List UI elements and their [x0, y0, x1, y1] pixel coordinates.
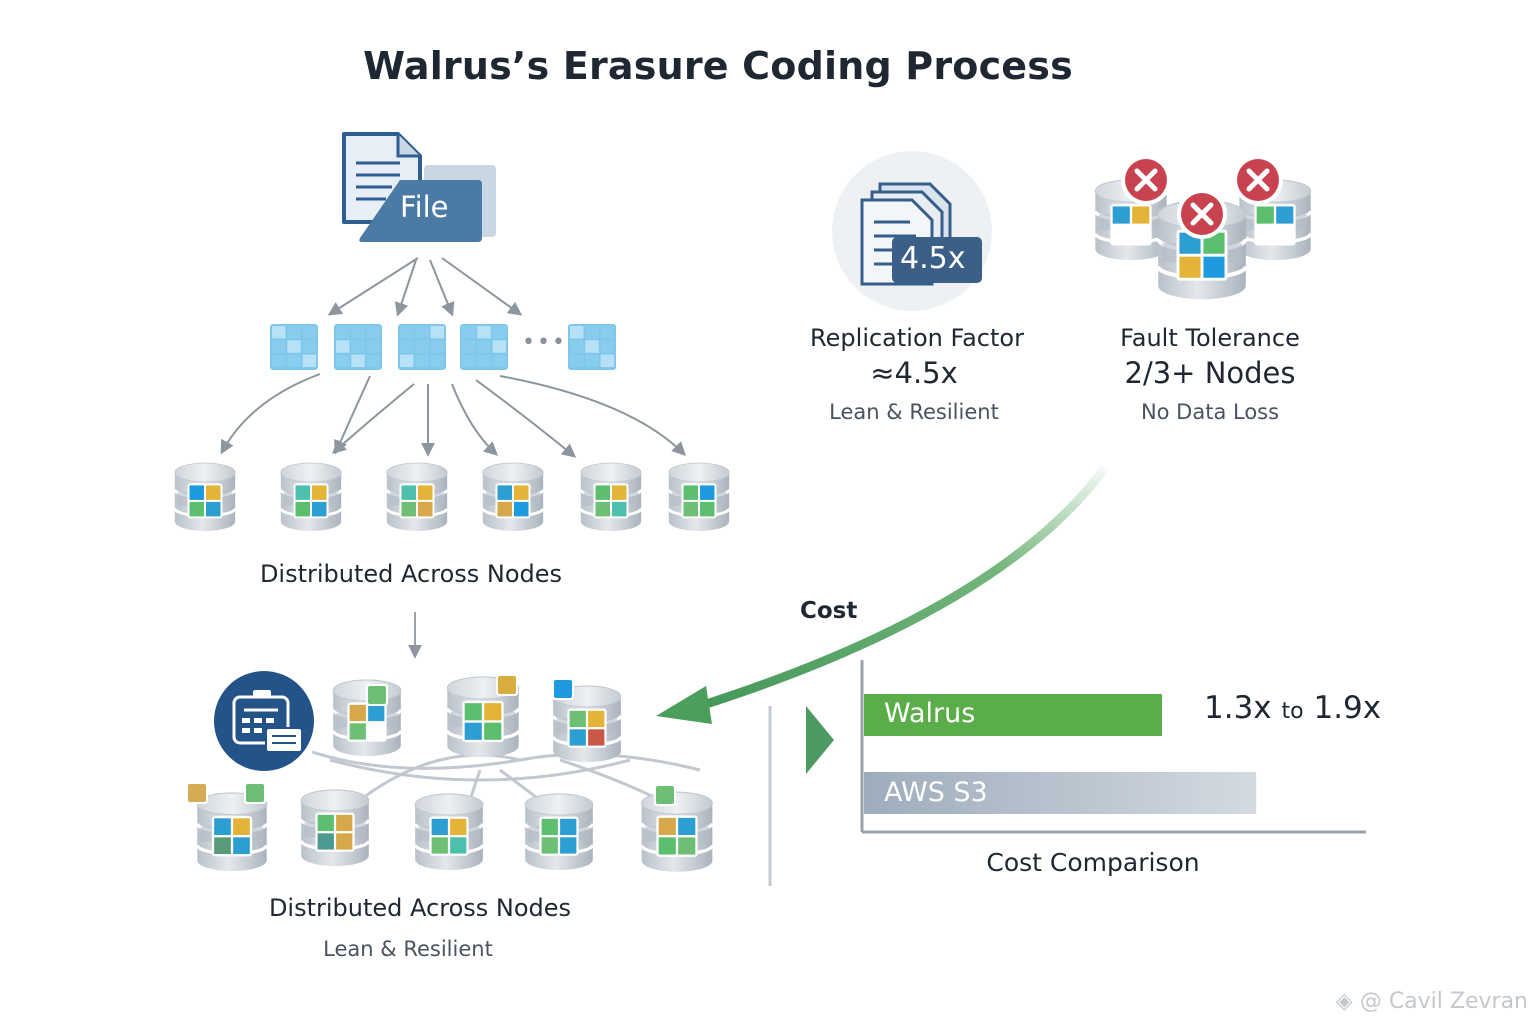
top-node-row [173, 461, 731, 533]
page-title: Walrus’s Erasure Coding Process [363, 44, 1073, 88]
replication-subtitle: Lean & Resilient [829, 400, 999, 424]
storage-node-icon [195, 791, 269, 873]
floating-shard-icon [552, 678, 574, 700]
storage-node-icon [667, 461, 731, 533]
bar-label-aws: AWS S3 [884, 777, 988, 808]
sliver-icon [270, 324, 318, 370]
error-x-icon [1121, 155, 1171, 205]
sliver-icon [398, 324, 446, 370]
bottom-nodes-label: Distributed Across Nodes [268, 894, 572, 922]
chart-pointer-icon [806, 706, 834, 774]
floating-shard-icon [244, 782, 266, 804]
storage-node-icon [331, 678, 403, 758]
storage-node-icon [551, 684, 623, 764]
sliver-icon [334, 324, 382, 370]
split-arrows [327, 257, 523, 317]
annotation-to: to [1281, 699, 1304, 724]
file-icon [342, 132, 496, 242]
storage-node-icon [523, 792, 595, 872]
sliver-icon [568, 324, 616, 370]
cost-arrow [698, 465, 1109, 711]
sliver-icon [460, 324, 508, 370]
storage-node-icon [279, 461, 343, 533]
floating-shard-icon [654, 784, 676, 806]
error-x-icon [1233, 155, 1283, 205]
storage-node-icon [299, 788, 371, 868]
distribute-arrows [220, 373, 686, 458]
fault-subtitle: No Data Loss [1140, 400, 1280, 424]
replication-value: ≈4.5x [870, 356, 958, 390]
chart-xlabel: Cost Comparison [986, 848, 1200, 877]
replication-icon [832, 151, 992, 311]
chart-bars [864, 694, 1257, 814]
floating-shard-icon [366, 684, 388, 706]
top-nodes-label: Distributed Across Nodes [259, 560, 563, 588]
storage-node-icon [639, 790, 715, 874]
watermark-logo-icon: ◈ [1335, 989, 1360, 1014]
coordinator-icon [214, 671, 314, 771]
bar-aws-s3 [864, 772, 1257, 814]
storage-node-icon [385, 461, 449, 533]
watermark: ◈ @ Cavil Zevran [1336, 989, 1528, 1014]
network-links [311, 750, 701, 802]
walrus-cost-annotation: 1.3x to 1.9x [1204, 690, 1381, 726]
bar-label-walrus: Walrus [884, 698, 976, 729]
bottom-nodes-sublabel: Lean & Resilient [323, 937, 493, 961]
annotation-high: 1.9x [1313, 690, 1382, 726]
sliver-ellipsis: ••• [522, 330, 567, 355]
floating-shard-icon [496, 674, 518, 696]
cost-arrow-label: Cost [800, 598, 858, 624]
replication-badge: 4.5x [900, 241, 966, 276]
sliver-row [270, 324, 616, 370]
file-label: File [400, 190, 449, 224]
fault-tolerance-icon [1093, 155, 1313, 299]
storage-node-icon [445, 675, 521, 759]
error-x-icon [1177, 189, 1227, 239]
floating-shard-icon [186, 782, 208, 804]
watermark-text: @ Cavil Zevran [1359, 989, 1528, 1014]
cost-arrow-head-icon [656, 686, 712, 724]
storage-node-icon [413, 792, 485, 872]
failed-node-icon [1093, 177, 1169, 263]
storage-node-icon [579, 461, 643, 533]
replication-title: Replication Factor [810, 324, 1024, 352]
annotation-low: 1.3x [1204, 690, 1272, 726]
storage-node-icon [173, 461, 237, 533]
failed-node-icon [1237, 177, 1313, 263]
bar-walrus [864, 694, 1163, 736]
fault-value: 2/3+ Nodes [1124, 356, 1296, 390]
fault-title: Fault Tolerance [1120, 324, 1300, 352]
bottom-node-cluster [186, 674, 715, 874]
storage-node-icon [481, 461, 545, 533]
